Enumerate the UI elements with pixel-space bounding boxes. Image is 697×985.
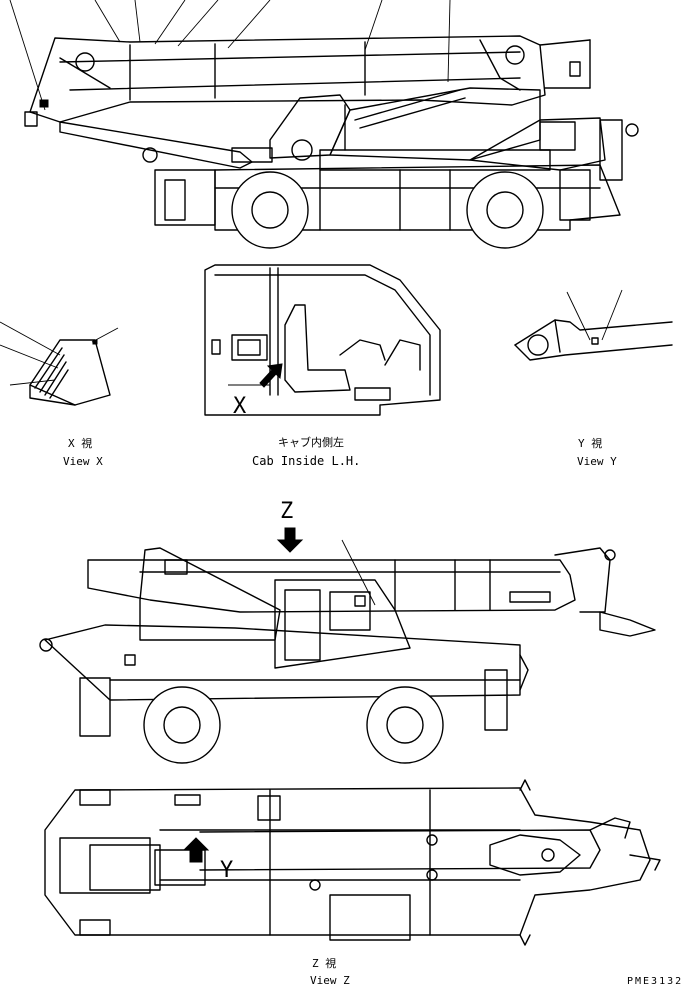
view-y-label-jp: Y 視	[578, 436, 602, 450]
view-y-label-en: View Y	[577, 455, 617, 468]
leader-lines-top	[9, 0, 451, 111]
crane-side-view-top	[9, 0, 639, 249]
superstructure-top	[231, 87, 606, 171]
carrier-chassis-top	[142, 119, 639, 249]
boom-top	[24, 35, 591, 127]
drawing-reference-code: PME3132	[627, 976, 683, 985]
view-x-plates	[0, 321, 119, 406]
marker-z: Z	[280, 499, 293, 524]
derrick-cylinder-top	[59, 121, 253, 169]
marker-y: Y	[220, 858, 233, 883]
cab-inside-view	[204, 264, 441, 416]
arrow-down-icon	[276, 527, 304, 553]
view-z-label-jp: Z 視	[312, 956, 336, 970]
view-z-label-en: View Z	[310, 974, 350, 985]
view-x-label-jp: X 視	[68, 436, 92, 450]
view-z-plan	[44, 779, 661, 946]
arrow-pointer-icon	[259, 363, 283, 388]
view-y-detail	[514, 289, 673, 361]
arrow-up-icon	[182, 837, 210, 863]
crane-side-view-middle	[39, 539, 656, 764]
cab-label-en: Cab Inside L.H.	[252, 454, 360, 468]
cab-label-jp: キャブ内側左	[278, 435, 344, 449]
marker-x: X	[233, 394, 247, 419]
view-x-label-en: View X	[63, 455, 103, 468]
